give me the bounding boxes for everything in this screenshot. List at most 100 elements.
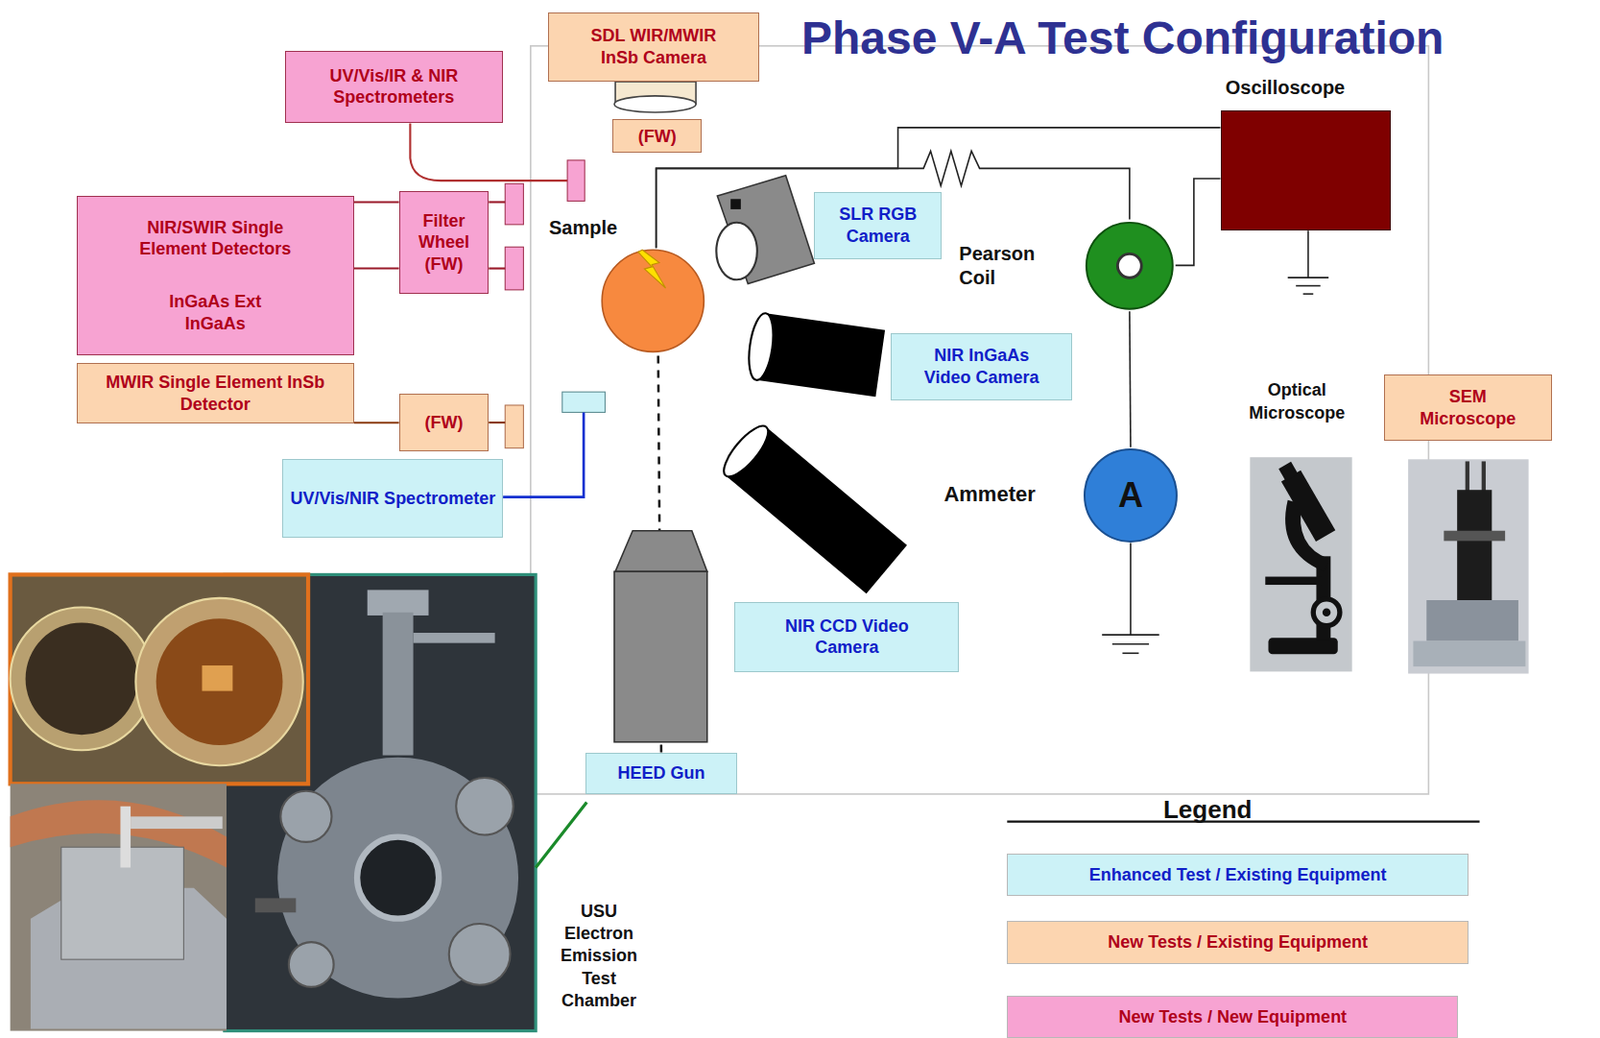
electron-gun-icon: [614, 571, 708, 742]
pearson-coil-outline: [1086, 221, 1173, 309]
electron-gun-icon: [614, 530, 708, 742]
equipment-box: Filter Wheel (FW): [399, 191, 490, 294]
microscope-picture: [1267, 637, 1338, 654]
equipment-box: UV/Vis/NIR Spectrometer: [282, 458, 503, 538]
stage-photo: [10, 799, 227, 867]
pearson-coil-outline: [1083, 219, 1176, 312]
legend-swatch: New Tests / New Equipment: [1006, 995, 1458, 1038]
microscope-picture: [1315, 555, 1331, 640]
figure-label: Optical Microscope: [1229, 379, 1364, 425]
pearson-coil: Pearson Coil: [1083, 219, 1176, 312]
stage-photo: [10, 783, 227, 1030]
fiber-wire: [488, 266, 505, 269]
node-caption: Oscilloscope: [1225, 75, 1346, 100]
ccd-camera-icon: [716, 419, 908, 594]
equipment-box: (FW): [612, 119, 703, 153]
node-label: MWIR Single Element InSb Detector: [83, 371, 348, 415]
equipment-box: NIR CCD Video Camera: [734, 601, 959, 671]
chamber-photo: [280, 790, 332, 842]
node-label: (FW): [424, 411, 463, 434]
detector-port: [567, 160, 585, 202]
leader-line: [535, 801, 587, 867]
equipment-box: MWIR Single Element InSb Detector: [76, 362, 355, 424]
chamber-photo: [382, 612, 414, 756]
slr-camera-icon: [716, 222, 758, 281]
chamber-photo: [367, 589, 430, 616]
stage-photo: [10, 783, 227, 1030]
camera-lens: [614, 95, 696, 113]
figure-label: USU Electron Emission Test Chamber: [550, 900, 647, 1013]
ammeter-dial-outline: [1084, 449, 1177, 542]
legend-heading: Legend: [1163, 793, 1252, 827]
viewport-photo: [10, 606, 154, 750]
sem-picture: [1465, 460, 1470, 492]
equipment-box: SLR RGB Camera: [813, 191, 942, 260]
electron-gun-icon: [615, 530, 708, 573]
equipment-box: NIR InGaAs Video Camera: [890, 333, 1073, 401]
microscope-picture: [1313, 598, 1340, 626]
ground-symbol: [1303, 292, 1314, 295]
test-panel: [530, 46, 1430, 794]
node-label: InGaAs Ext InGaAs: [157, 290, 273, 335]
chamber-photo: [224, 573, 536, 1030]
viewport-photo: [135, 597, 303, 765]
viewport-photo: [202, 665, 234, 692]
sem-picture: [1408, 458, 1529, 673]
sem-picture: [1426, 599, 1519, 642]
sem-picture: [1456, 489, 1492, 602]
legend-text: New Tests / Existing Equipment: [1107, 931, 1368, 954]
ammeter-dial: AmmeterA: [1082, 447, 1179, 544]
stage-photo: [119, 806, 131, 868]
node-label: SEM Microscope: [1412, 385, 1524, 430]
sample-disc-outline: [599, 247, 707, 355]
microscope-picture: [1285, 500, 1330, 572]
video-camera-icon: [744, 311, 885, 398]
node-label: A: [1118, 473, 1144, 517]
chamber-photo: [449, 923, 511, 985]
connector-wire: [354, 267, 400, 270]
microscope-picture: [1278, 461, 1298, 481]
slr-camera-icon: [716, 175, 814, 285]
ground-symbol: [1112, 643, 1149, 645]
stage-photo: [61, 846, 185, 959]
node-caption: Pearson Coil: [958, 241, 1061, 290]
legend-swatch: New Tests / Existing Equipment: [1006, 920, 1469, 964]
ccd-camera-icon: [716, 419, 775, 483]
chamber-photo: [277, 757, 519, 999]
detector-port: [504, 183, 524, 225]
slr-camera-icon: [730, 198, 741, 210]
chamber-photo: [413, 632, 496, 644]
ground-symbol: [1307, 230, 1310, 278]
microscope-picture: [1275, 459, 1337, 542]
sem-picture: [1412, 641, 1526, 668]
slr-camera-icon: [716, 175, 814, 285]
chamber-photo: [357, 836, 439, 919]
ground-symbol: [1288, 276, 1330, 279]
node-label: UV/Vis/NIR Spectrometer: [289, 487, 496, 510]
viewport-photo: [10, 573, 309, 784]
sem-picture: [1408, 458, 1529, 673]
pearson-coil-outline: [1117, 253, 1142, 278]
connector-wire: [354, 421, 400, 424]
diagram-title: Phase V-A Test Configuration: [801, 11, 1444, 65]
node-label: HEED Gun: [617, 762, 705, 785]
fiber-wire: [502, 411, 584, 497]
equipment-box: UV/Vis/IR & NIR Spectrometers: [285, 50, 504, 122]
connector-wire: [354, 201, 400, 204]
viewport-photo: [156, 618, 284, 745]
sample-disc: Sample: [599, 247, 707, 355]
ground-symbol: [1295, 285, 1321, 287]
node-label: Filter Wheel (FW): [405, 210, 483, 276]
connector-wire: [658, 354, 662, 753]
ground-symbol: [1129, 542, 1132, 635]
connector-wire: [1175, 178, 1221, 265]
node-label: NIR CCD Video Camera: [784, 615, 909, 659]
oscilloscope-box: Oscilloscope: [1220, 110, 1392, 231]
equipment-box: (FW): [399, 393, 490, 452]
sample-disc-outline: [638, 250, 667, 289]
stage-photo: [30, 887, 227, 1029]
camera-lens: [615, 81, 696, 104]
fiber-wire: [488, 421, 505, 424]
detector-port: [504, 246, 524, 290]
